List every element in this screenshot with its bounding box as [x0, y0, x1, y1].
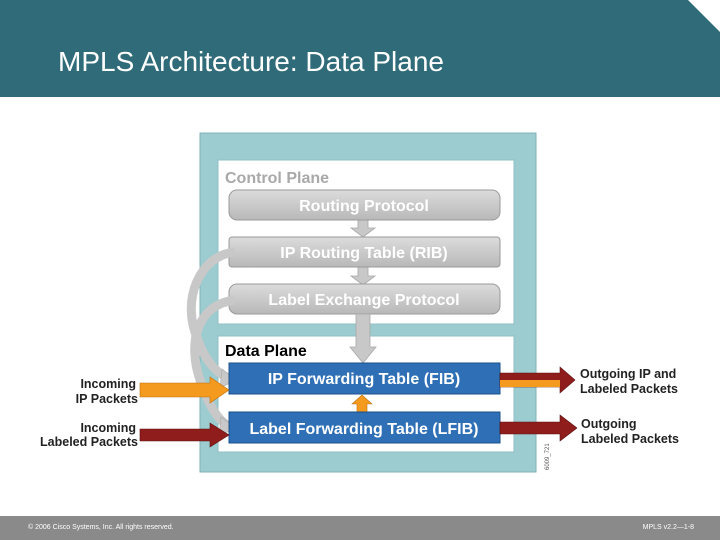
- incoming-ip-label-line2: IP Packets: [76, 392, 138, 406]
- outgoing-labeled-label-line1: Outgoing: [581, 417, 637, 431]
- outgoing-labeled-label-line2: Labeled Packets: [581, 432, 679, 446]
- ip-routing-table-label: IP Routing Table (RIB): [280, 245, 447, 262]
- data-plane-label: Data Plane: [225, 343, 307, 360]
- control-plane-label: Control Plane: [225, 170, 329, 187]
- slide-title: MPLS Architecture: Data Plane: [58, 46, 444, 77]
- down-arrow-3: [349, 313, 377, 364]
- down-arrow-2: [349, 266, 377, 286]
- slide-number: MPLS v2.2—1-8: [642, 524, 694, 531]
- slide-header: MPLS Architecture: Data Plane: [0, 0, 720, 97]
- incoming-labeled-label-line1: Incoming: [80, 421, 136, 435]
- down-arrow-1: [349, 219, 377, 238]
- incoming-ip-label-line1: Incoming: [80, 377, 136, 391]
- image-code-label: 6009_721: [545, 443, 551, 470]
- label-forwarding-table-label: Label Forwarding Table (LFIB): [249, 421, 478, 438]
- header-corner-decoration: [688, 0, 720, 32]
- incoming-labeled-arrow: [139, 422, 230, 448]
- outgoing-ip-label-line1: Outgoing IP and: [580, 367, 676, 381]
- lep-to-lfib-curved-arrow: [190, 295, 236, 430]
- ip-forwarding-table-box: [228, 362, 501, 395]
- ip-forwarding-table-label: IP Forwarding Table (FIB): [268, 371, 460, 388]
- routing-protocol-label: Routing Protocol: [299, 198, 429, 215]
- lfib-to-fib-up-arrow: [351, 394, 373, 413]
- outgoing-labeled-arrow: [499, 414, 578, 442]
- slide-footer: © 2006 Cisco Systems, Inc. All rights re…: [0, 516, 720, 540]
- label-forwarding-table-box: [228, 411, 501, 444]
- incoming-labeled-label-line2: Labeled Packets: [40, 435, 138, 449]
- incoming-ip-arrow: [139, 376, 230, 404]
- outgoing-ip-arrow-stripe: [500, 380, 560, 387]
- label-exchange-protocol-label: Label Exchange Protocol: [268, 292, 459, 309]
- copyright-text: © 2006 Cisco Systems, Inc. All rights re…: [28, 524, 174, 531]
- outgoing-ip-label-line2: Labeled Packets: [580, 382, 678, 396]
- routing-protocol-box: [228, 189, 501, 221]
